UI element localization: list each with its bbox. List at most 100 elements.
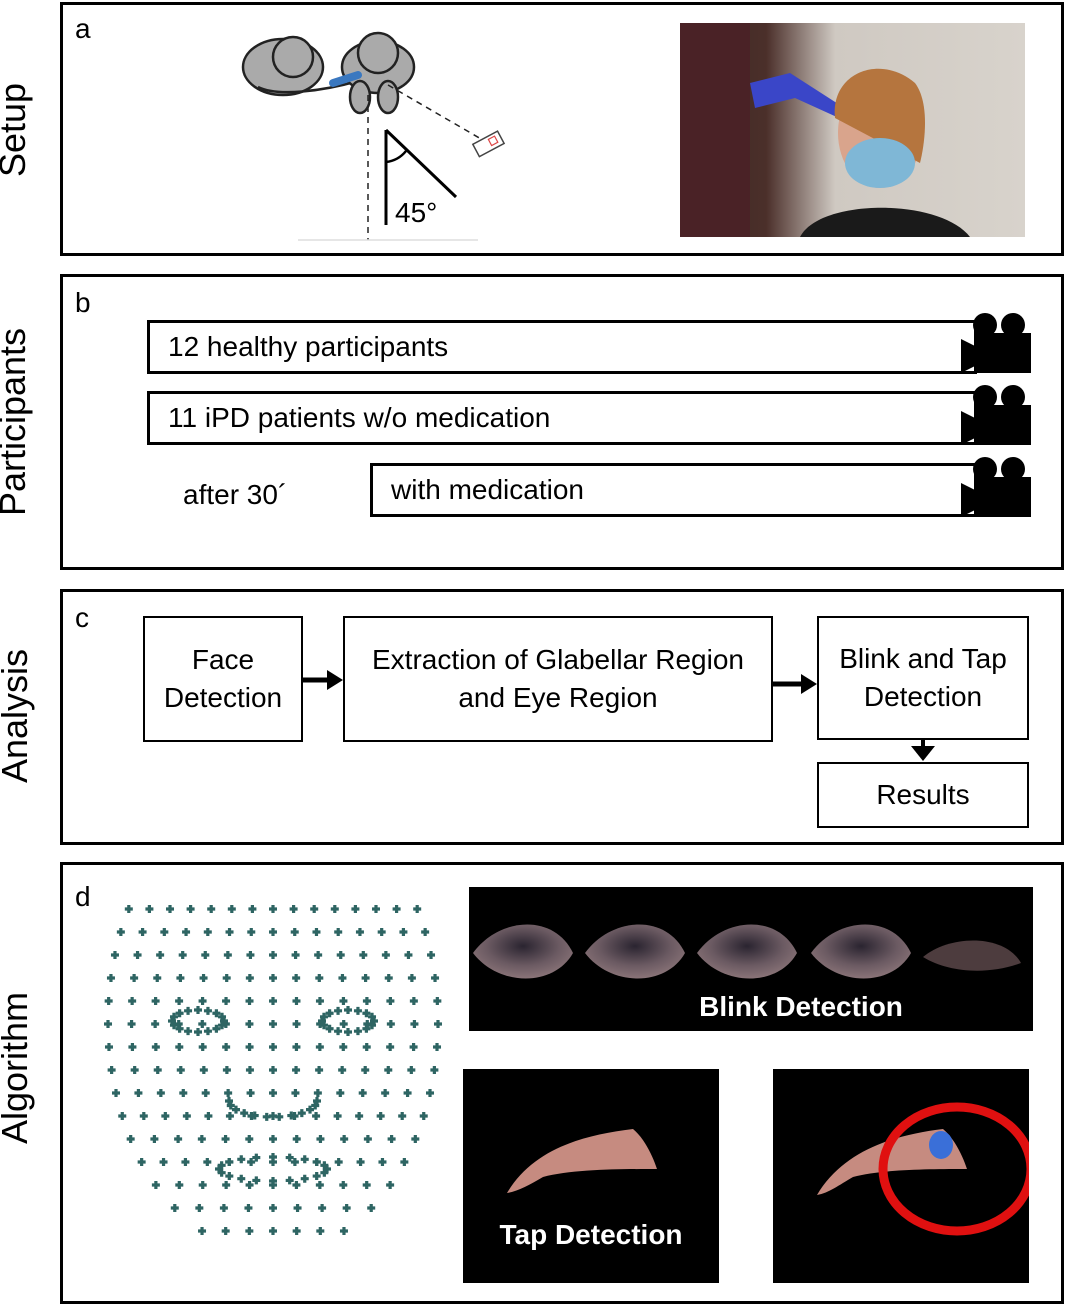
landmark-point [269,905,277,913]
landmark-point [297,1109,306,1118]
landmark-point [226,1101,235,1110]
eye-open-icon [473,924,573,979]
landmark-point [207,905,216,913]
landmark-point [247,1158,256,1166]
landmark-point [203,1158,212,1166]
landmark-point [340,1135,349,1143]
landmark-point [311,1101,320,1110]
landmark-point [169,1012,178,1021]
landmark-point [225,1172,234,1181]
landmark-point [194,1028,202,1036]
arrow-right-icon [303,670,343,690]
landmark-point [315,997,324,1005]
landmark-point [246,951,255,959]
landmark-point [227,905,236,913]
landmark-point [292,1135,301,1143]
landmark-point [247,928,256,936]
landmark-point [201,1089,210,1097]
landmark-point [386,1043,395,1051]
panel-analysis: c Face Detection Extraction of Glabellar… [60,589,1064,845]
landmark-point [339,1181,348,1189]
landmark-point [358,1089,367,1097]
landmark-point [362,1181,371,1189]
landmark-point [176,974,185,982]
landmark-point [269,951,277,959]
landmark-point [318,1204,327,1212]
landmark-point [212,1009,221,1018]
landmark-point [292,1020,301,1028]
landmark-point [325,1024,334,1033]
landmark-point [269,1227,277,1235]
landmark-point [285,1176,294,1185]
landmark-point [316,1135,325,1143]
landmark-point [218,1021,227,1030]
landmark-point [222,974,231,982]
landmark-point [290,928,299,936]
landmark-point [151,1043,160,1051]
landmark-point [248,905,257,913]
landmark-point [159,1158,168,1166]
landmark-point [404,951,413,959]
landmark-point [403,1089,412,1097]
landmark-point [381,1089,390,1097]
landmark-point [223,951,232,959]
landmark-point [312,928,321,936]
landmark-point [127,1020,136,1028]
step-blink-tap-line1: Blink and Tap [839,643,1007,674]
landmark-point [198,997,207,1005]
landmark-point [386,1020,395,1028]
landmark-point [198,1043,207,1051]
panel-algorithm: d Blink Detection Tap Detection [60,862,1064,1304]
landmark-point [361,974,370,982]
landmark-point [124,905,133,913]
landmark-point [245,974,254,982]
side-label-setup: Setup [0,82,33,178]
landmark-point [289,905,298,913]
landmark-point [413,905,422,913]
landmark-point [315,1043,324,1051]
landmark-point [161,1112,170,1120]
landmark-point [218,1012,227,1021]
landmark-point [137,1158,146,1166]
landmark-point [362,1009,371,1018]
landmark-point [300,1155,309,1164]
landmark-point [237,1174,246,1183]
landmark-point [310,905,319,913]
landmark-point [104,1020,113,1028]
step-face-line1: Face [191,644,255,675]
side-label-analysis: Analysis [0,648,35,784]
highlight-circle-icon [878,1102,1029,1236]
landmark-point [362,1043,371,1051]
landmark-point [330,905,339,913]
landmark-point [338,1066,347,1074]
landmark-point [427,951,436,959]
landmark-point [128,1043,137,1051]
video-camera-icon [961,457,1031,517]
landmark-point [175,1043,184,1051]
landmark-point [111,1089,120,1097]
landmark-point [138,928,147,936]
landmark-point [384,974,393,982]
landmark-point [225,1112,234,1120]
landmark-point [222,1043,231,1051]
landmark-point [139,1112,148,1120]
landmark-point [166,905,175,913]
landmark-point [107,1066,116,1074]
landmark-point [175,997,184,1005]
landmark-point [225,1097,233,1105]
landmark-point [181,1158,190,1166]
panel-participants: b 12 healthy participants 11 iPD patient… [60,274,1064,570]
landmark-point [204,1112,213,1120]
landmark-point [319,1012,328,1021]
marker-dot-icon [929,1131,953,1159]
landmark-point [269,1089,277,1097]
landmark-point [426,1089,435,1097]
landmark-point [410,1020,419,1028]
landmark-point [269,1135,277,1143]
panel-letter-c: c [75,602,89,633]
landmark-point [419,1112,428,1120]
panel-letter-d: d [75,881,91,912]
blink-detection-image: Blink Detection [469,887,1033,1031]
landmark-point [362,997,371,1005]
landmark-point [128,997,137,1005]
